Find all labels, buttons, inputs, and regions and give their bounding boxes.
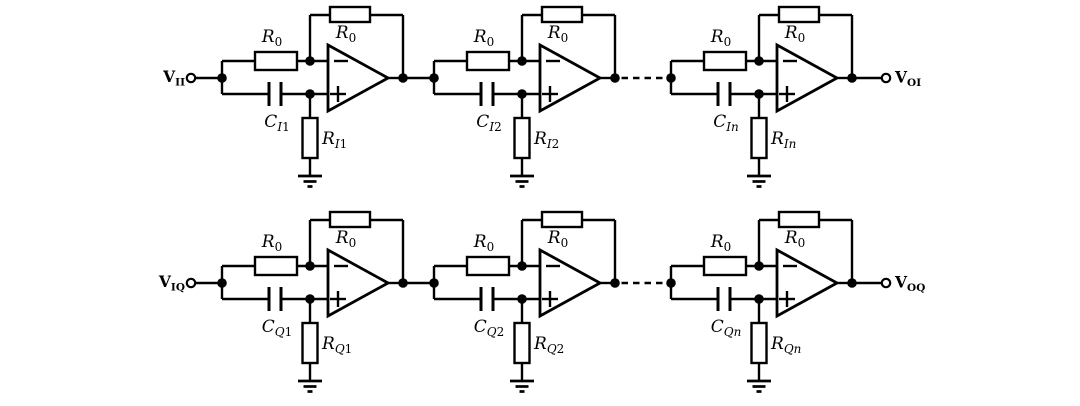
label-feedback-resistor: R0 xyxy=(784,228,805,250)
feedback-resistor-body xyxy=(328,210,372,229)
label-shunt-resistor: RQ2 xyxy=(533,334,564,356)
series-resistor-body xyxy=(702,255,748,277)
label-feedback-resistor: R0 xyxy=(784,23,805,45)
label-shunt-resistor: RI1 xyxy=(321,129,347,151)
label-shunt-resistor: RQn xyxy=(770,334,801,356)
label-input-resistor: R0 xyxy=(473,232,494,254)
output-terminal-label: VOQ xyxy=(894,273,925,295)
junction-dot xyxy=(517,294,527,304)
junction-dot xyxy=(610,73,620,83)
junction-dot xyxy=(754,89,764,99)
label-series-capacitor: CIn xyxy=(713,112,739,134)
label-series-capacitor: CI1 xyxy=(264,112,289,134)
junction-dot xyxy=(610,278,620,288)
series-resistor-body xyxy=(465,50,511,72)
feedback-resistor-body xyxy=(540,5,584,24)
junction-dot xyxy=(517,56,527,66)
shunt-resistor-body xyxy=(750,321,768,365)
label-feedback-resistor: R0 xyxy=(335,23,356,45)
output-terminal-circle xyxy=(880,277,892,289)
shunt-resistor-body xyxy=(301,116,319,160)
junction-dot xyxy=(305,89,315,99)
label-shunt-resistor: RI2 xyxy=(533,129,559,151)
output-terminal-label: VOI xyxy=(894,68,921,90)
junction-dot xyxy=(754,56,764,66)
series-resistor-body xyxy=(465,255,511,277)
junction-dot xyxy=(217,278,227,288)
junction-dot xyxy=(305,294,315,304)
label-shunt-resistor: RQ1 xyxy=(321,334,352,356)
input-terminal-label: VII xyxy=(162,67,185,89)
junction-dot xyxy=(217,73,227,83)
series-resistor-body xyxy=(253,255,299,277)
shunt-resistor-body xyxy=(513,321,531,365)
junction-dot xyxy=(517,261,527,271)
feedback-resistor-body xyxy=(540,210,584,229)
junction-dot xyxy=(754,294,764,304)
label-series-capacitor: CQn xyxy=(711,317,742,339)
input-terminal-circle xyxy=(185,277,197,289)
label-shunt-resistor: RIn xyxy=(770,129,796,151)
label-input-resistor: R0 xyxy=(710,232,731,254)
label-feedback-resistor: R0 xyxy=(547,228,568,250)
label-input-resistor: R0 xyxy=(473,27,494,49)
junction-dot xyxy=(517,89,527,99)
label-input-resistor: R0 xyxy=(261,232,282,254)
label-series-capacitor: CQ1 xyxy=(262,317,293,339)
junction-dot xyxy=(305,261,315,271)
junction-dot xyxy=(754,261,764,271)
feedback-resistor-body xyxy=(777,5,821,24)
shunt-resistor-body xyxy=(750,116,768,160)
feedback-resistor-body xyxy=(777,210,821,229)
series-resistor-body xyxy=(702,50,748,72)
input-terminal-label: VIQ xyxy=(158,272,185,294)
junction-dot xyxy=(305,56,315,66)
shunt-resistor-body xyxy=(513,116,531,160)
shunt-resistor-body xyxy=(301,321,319,365)
input-terminal-circle xyxy=(185,72,197,84)
series-resistor-body xyxy=(253,50,299,72)
feedback-resistor-body xyxy=(328,5,372,24)
label-input-resistor: R0 xyxy=(261,27,282,49)
label-input-resistor: R0 xyxy=(710,27,731,49)
label-feedback-resistor: R0 xyxy=(335,228,356,250)
label-feedback-resistor: R0 xyxy=(547,23,568,45)
label-series-capacitor: CQ2 xyxy=(474,317,505,339)
output-terminal-circle xyxy=(880,72,892,84)
label-series-capacitor: CI2 xyxy=(476,112,501,134)
